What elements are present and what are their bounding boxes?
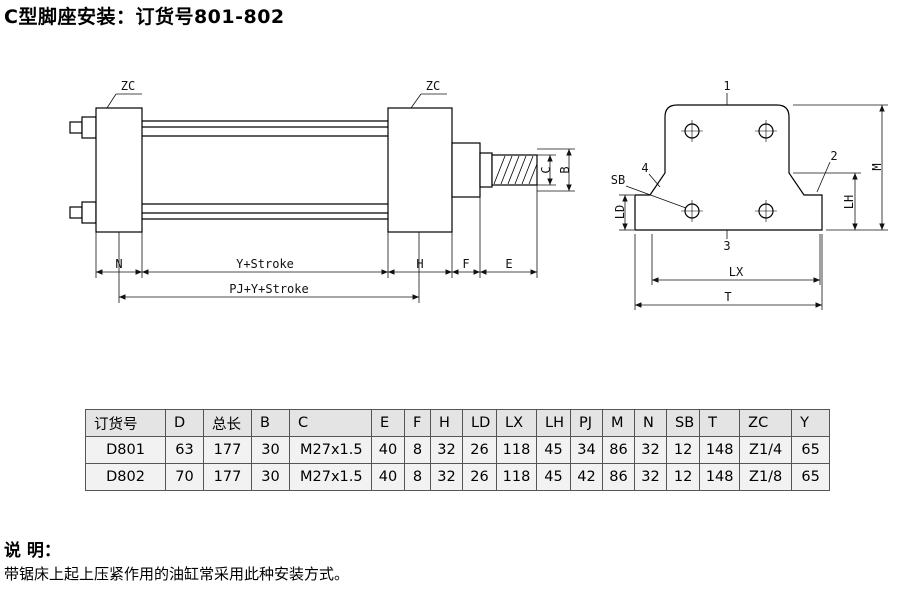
cell: 148 — [699, 436, 741, 464]
dim-label-t: T — [724, 290, 731, 304]
cell: 12 — [665, 463, 701, 491]
piston-rod — [479, 152, 493, 188]
col-header-zc: ZC — [739, 409, 793, 437]
tie-rod-nut-icon — [81, 201, 97, 224]
front-view-labels: 1 2 3 4 SB LD LH M LX T — [611, 79, 884, 304]
dim-label-sb: SB — [611, 173, 625, 187]
cell: 8 — [404, 436, 431, 464]
thread-hatch — [493, 155, 538, 185]
col-header-sb: SB — [665, 409, 701, 437]
dim-label-m: M — [870, 163, 884, 170]
col-header-pj: PJ — [570, 409, 603, 437]
cell: 32 — [430, 463, 463, 491]
col-header-total-length: 总长 — [203, 409, 252, 437]
side-view-labels: ZC ZC N Y+Stroke H F E PJ+Y+Stroke C B — [115, 79, 572, 296]
dim-label-y-stroke: Y+Stroke — [236, 257, 294, 271]
col-header-y: Y — [791, 409, 831, 437]
tie-rod-nut-icon — [69, 121, 83, 134]
spec-table: 订货号 D 总长 B C E F H LD LX LH PJ M N SB T … — [85, 409, 831, 491]
page-title: C型脚座安装：订货号801-802 — [4, 6, 285, 28]
callout-label-1: 1 — [723, 79, 730, 93]
cell: 65 — [791, 463, 831, 491]
table-header-row: 订货号 D 总长 B C E F H LD LX LH PJ M N SB T … — [85, 409, 831, 437]
dim-label-lh: LH — [842, 195, 856, 209]
dim-label-f: F — [462, 257, 469, 271]
cell: 26 — [462, 436, 497, 464]
callout-label-4: 4 — [641, 161, 648, 175]
rear-cap — [95, 107, 143, 233]
cell: 70 — [165, 463, 204, 491]
cell: 45 — [536, 463, 571, 491]
dim-label-e: E — [505, 257, 512, 271]
callout-label-3: 3 — [723, 239, 730, 253]
technical-drawings: ZC ZC N Y+Stroke H F E PJ+Y+Stroke C B — [69, 79, 888, 310]
cell: 63 — [165, 436, 204, 464]
cell: 148 — [699, 463, 741, 491]
dim-label-h: H — [416, 257, 423, 271]
cell: Z1/8 — [739, 463, 793, 491]
table-row-d802: D802 70 177 30 M27x1.5 40 8 32 26 118 45… — [85, 463, 831, 491]
cell: 86 — [602, 463, 635, 491]
col-header-lh: LH — [536, 409, 571, 437]
col-header-f: F — [404, 409, 431, 437]
col-header-m: M — [602, 409, 635, 437]
cell: 12 — [665, 436, 701, 464]
tie-rod-nut-icon — [81, 116, 97, 139]
col-header-lx: LX — [496, 409, 537, 437]
cell-order-no: D802 — [85, 463, 166, 491]
cell-thread: M27x1.5 — [289, 463, 372, 491]
note-text: 带锯床上起上压紧作用的油缸常采用此种安装方式。 — [4, 565, 350, 583]
col-header-c: C — [289, 409, 372, 437]
col-header-order-no: 订货号 — [85, 409, 166, 437]
note-heading: 说 明： — [4, 541, 61, 561]
col-header-ld: LD — [462, 409, 497, 437]
dim-label-ld: LD — [613, 205, 627, 219]
cell-order-no: D801 — [85, 436, 166, 464]
cell: 40 — [371, 436, 405, 464]
tie-rod-nut-icon — [69, 206, 83, 219]
cell: 30 — [251, 436, 290, 464]
cell: 118 — [496, 463, 537, 491]
cell: 26 — [462, 463, 497, 491]
col-header-t: T — [699, 409, 741, 437]
cell: 65 — [791, 436, 831, 464]
cell: 118 — [496, 436, 537, 464]
cell: 177 — [203, 463, 252, 491]
cylinder-side-view — [69, 107, 538, 233]
cell: 32 — [430, 436, 463, 464]
front-view-dimension-lines — [619, 93, 888, 310]
foot-bracket-front-view — [634, 104, 823, 231]
rod-gland — [451, 142, 481, 198]
col-header-b: B — [251, 409, 290, 437]
cell: 34 — [570, 436, 603, 464]
foot-bracket-outline — [634, 104, 823, 231]
side-view-dimension-lines — [95, 93, 575, 303]
cell: 177 — [203, 436, 252, 464]
front-cap — [387, 107, 453, 233]
cell: 32 — [634, 436, 667, 464]
cell: 86 — [602, 436, 635, 464]
cell-thread: M27x1.5 — [289, 436, 372, 464]
cell: 30 — [251, 463, 290, 491]
cell: 45 — [536, 436, 571, 464]
dim-label-zc-right: ZC — [426, 79, 440, 93]
col-header-d: D — [165, 409, 204, 437]
col-header-e: E — [371, 409, 405, 437]
col-header-n: N — [634, 409, 667, 437]
dim-label-b: B — [558, 166, 572, 173]
cell: 32 — [634, 463, 667, 491]
table-row-d801: D801 63 177 30 M27x1.5 40 8 32 26 118 45… — [85, 436, 831, 464]
callout-label-2: 2 — [830, 149, 837, 163]
hole-center-marks — [681, 120, 777, 222]
dim-label-zc-left: ZC — [121, 79, 135, 93]
dim-label-n: N — [115, 257, 122, 271]
dim-label-pj: PJ+Y+Stroke — [229, 282, 308, 296]
col-header-h: H — [430, 409, 463, 437]
cell: 42 — [570, 463, 603, 491]
cell: 40 — [371, 463, 405, 491]
dim-label-lx: LX — [729, 265, 744, 279]
cell: 8 — [404, 463, 431, 491]
cell: Z1/4 — [739, 436, 793, 464]
dim-label-c: C — [539, 166, 553, 173]
